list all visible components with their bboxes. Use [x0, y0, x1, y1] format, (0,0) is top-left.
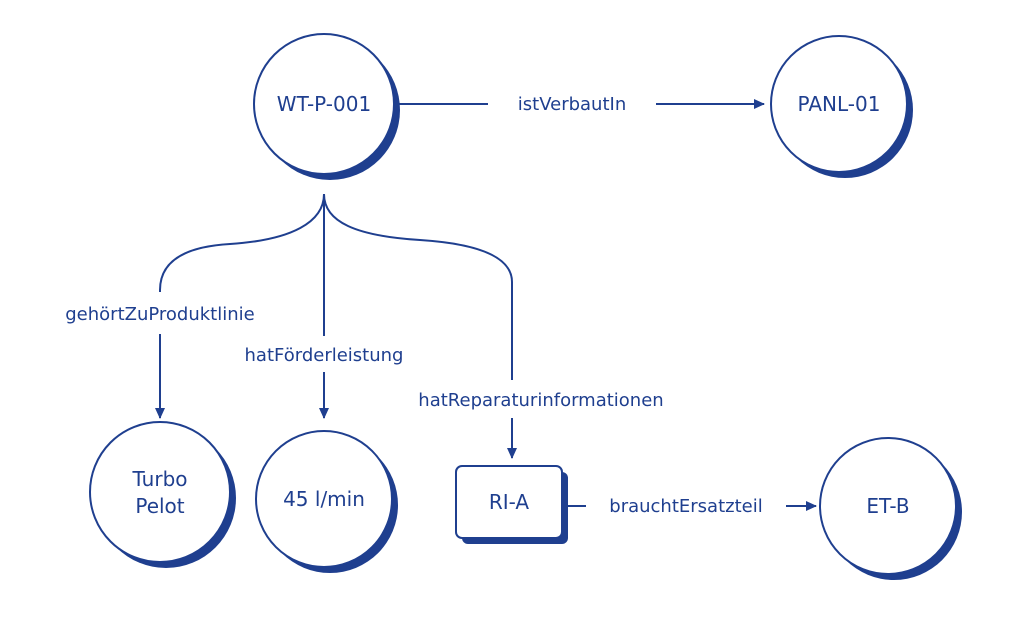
label-braucht-ersatzteil: brauchtErsatzteil	[609, 496, 762, 517]
node-turbo-pelot: Turbo Pelot	[89, 421, 236, 568]
node-turbo-pelot-line2: Pelot	[135, 494, 184, 518]
label-hat-foerderleistung: hatFörderleistung	[245, 345, 404, 366]
node-ri-a-label: RI-A	[489, 490, 530, 514]
edge-hat-reparaturinformationen	[323, 193, 517, 459]
node-wt-p-001: WT-P-001	[253, 33, 400, 180]
node-wt-p-001-label: WT-P-001	[277, 92, 371, 116]
node-turbo-pelot-line1: Turbo	[131, 467, 187, 491]
node-et-b-label: ET-B	[866, 494, 909, 518]
node-et-b: ET-B	[819, 437, 962, 580]
edge-gehoert-zu-produktlinie	[155, 193, 325, 419]
label-hat-reparaturinformationen: hatReparaturinformationen	[418, 390, 663, 411]
node-panl-01: PANL-01	[770, 35, 913, 178]
node-45-l-min: 45 l/min	[255, 430, 398, 573]
node-panl-01-label: PANL-01	[798, 92, 881, 116]
node-45-l-min-label: 45 l/min	[283, 487, 365, 511]
label-gehoert-zu-produktlinie: gehörtZuProduktlinie	[65, 304, 254, 325]
node-ri-a: RI-A	[455, 465, 568, 544]
label-ist-verbaut-in: istVerbautIn	[518, 94, 626, 115]
